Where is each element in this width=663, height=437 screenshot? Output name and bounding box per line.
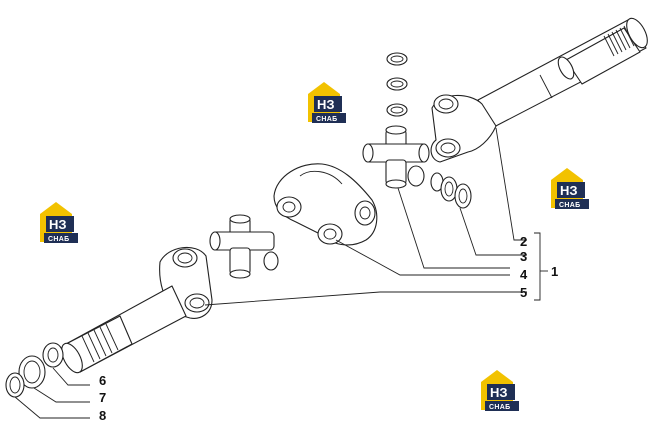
- watermark-logo-1: НЗ СНАБ: [308, 82, 346, 123]
- callout-5: 5: [520, 285, 527, 300]
- upper-cross-spider: [362, 125, 430, 189]
- lower-cross-spider: [209, 214, 279, 279]
- callout-1: 1: [551, 264, 558, 279]
- callout-7: 7: [99, 390, 106, 405]
- callout-2: 2: [520, 234, 527, 249]
- svg-text:СНАБ: СНАБ: [559, 202, 580, 209]
- svg-text:НЗ: НЗ: [560, 183, 578, 198]
- lower-axle-shaft: [61, 285, 187, 374]
- watermark-logo-2: НЗ СНАБ: [40, 202, 78, 243]
- callout-6: 6: [99, 373, 106, 388]
- leader-lines: [14, 127, 548, 419]
- watermark-logo-4: НЗ СНАБ: [481, 370, 519, 411]
- callout-8: 8: [99, 408, 106, 423]
- svg-text:НЗ: НЗ: [317, 97, 335, 112]
- svg-text:СНАБ: СНАБ: [316, 116, 337, 123]
- svg-text:СНАБ: СНАБ: [489, 404, 510, 411]
- svg-text:НЗ: НЗ: [49, 217, 67, 232]
- svg-text:НЗ: НЗ: [490, 385, 508, 400]
- upper-yoke: [430, 94, 497, 163]
- callout-4: 4: [520, 267, 528, 282]
- center-coupler-housing: [273, 163, 378, 246]
- svg-text:СНАБ: СНАБ: [48, 236, 69, 243]
- lower-retaining-parts: [5, 342, 64, 398]
- upper-bearing-rings: [430, 172, 472, 209]
- upper-axle-shaft: [477, 17, 648, 129]
- callout-3: 3: [520, 249, 527, 264]
- watermark-logo-3: НЗ СНАБ: [551, 168, 589, 209]
- callout-labels: 2 3 4 5 1 6 7 8: [99, 234, 558, 423]
- upper-snap-rings: [386, 52, 408, 117]
